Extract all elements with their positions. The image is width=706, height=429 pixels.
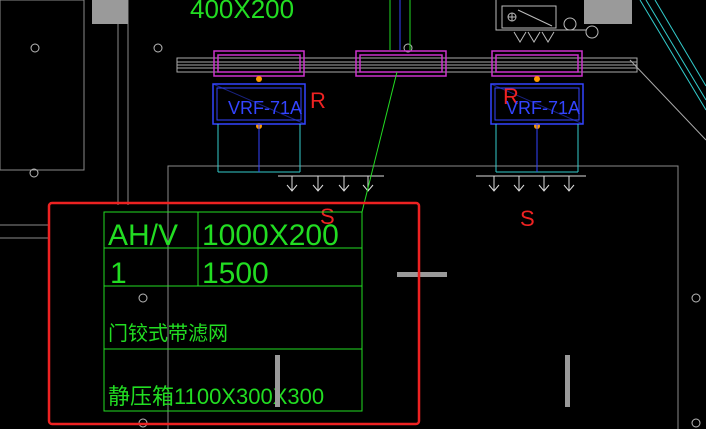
annotation-table[interactable] bbox=[103, 211, 363, 412]
blue-center-lines bbox=[258, 124, 538, 172]
table-cell-size: 1000X200 bbox=[202, 219, 339, 252]
table-cell-type: AH/V bbox=[108, 219, 178, 252]
selection-highlight bbox=[47, 201, 421, 426]
horizontal-duct-bar bbox=[176, 57, 638, 73]
diffuser-arrows-left bbox=[278, 175, 384, 192]
table-cell-plenum-note: 静压箱1100X300X300 bbox=[108, 384, 324, 409]
equipment-symbol-top-right bbox=[495, 0, 599, 43]
column-block-right bbox=[584, 0, 632, 24]
diagonal-pipe-lines bbox=[639, 0, 706, 111]
hatched-symbols bbox=[275, 272, 570, 407]
magenta-connectors bbox=[213, 50, 583, 77]
table-cell-grille-note: 门铰式带滤网 bbox=[108, 322, 228, 345]
table-cell-airflow: 1500 bbox=[202, 257, 269, 290]
vrf-unit-1[interactable]: VRF-71A R bbox=[212, 83, 326, 125]
table-cell-count: 1 bbox=[110, 257, 127, 290]
vrf-unit-1-return-tag: R bbox=[310, 88, 326, 113]
supply-tag-left: S bbox=[320, 204, 335, 229]
duct-size-label-top: 400X200 bbox=[190, 0, 294, 24]
vrf-unit-2[interactable]: R VRF-71A bbox=[490, 83, 584, 125]
supply-tag-right: S bbox=[520, 206, 535, 231]
leader-line bbox=[361, 71, 398, 213]
vertical-duct-top bbox=[389, 0, 411, 50]
vrf-unit-1-label: VRF-71A bbox=[228, 98, 302, 118]
building-outlines bbox=[0, 0, 679, 429]
vrf-unit-2-return-tag: R bbox=[503, 84, 519, 109]
supply-duct-drops bbox=[217, 124, 579, 173]
column-block-left bbox=[92, 0, 128, 24]
diagonal-gray-line bbox=[629, 59, 706, 141]
vrf-unit-2-label: VRF-71A bbox=[506, 98, 580, 118]
diffuser-arrows-right bbox=[476, 175, 586, 192]
